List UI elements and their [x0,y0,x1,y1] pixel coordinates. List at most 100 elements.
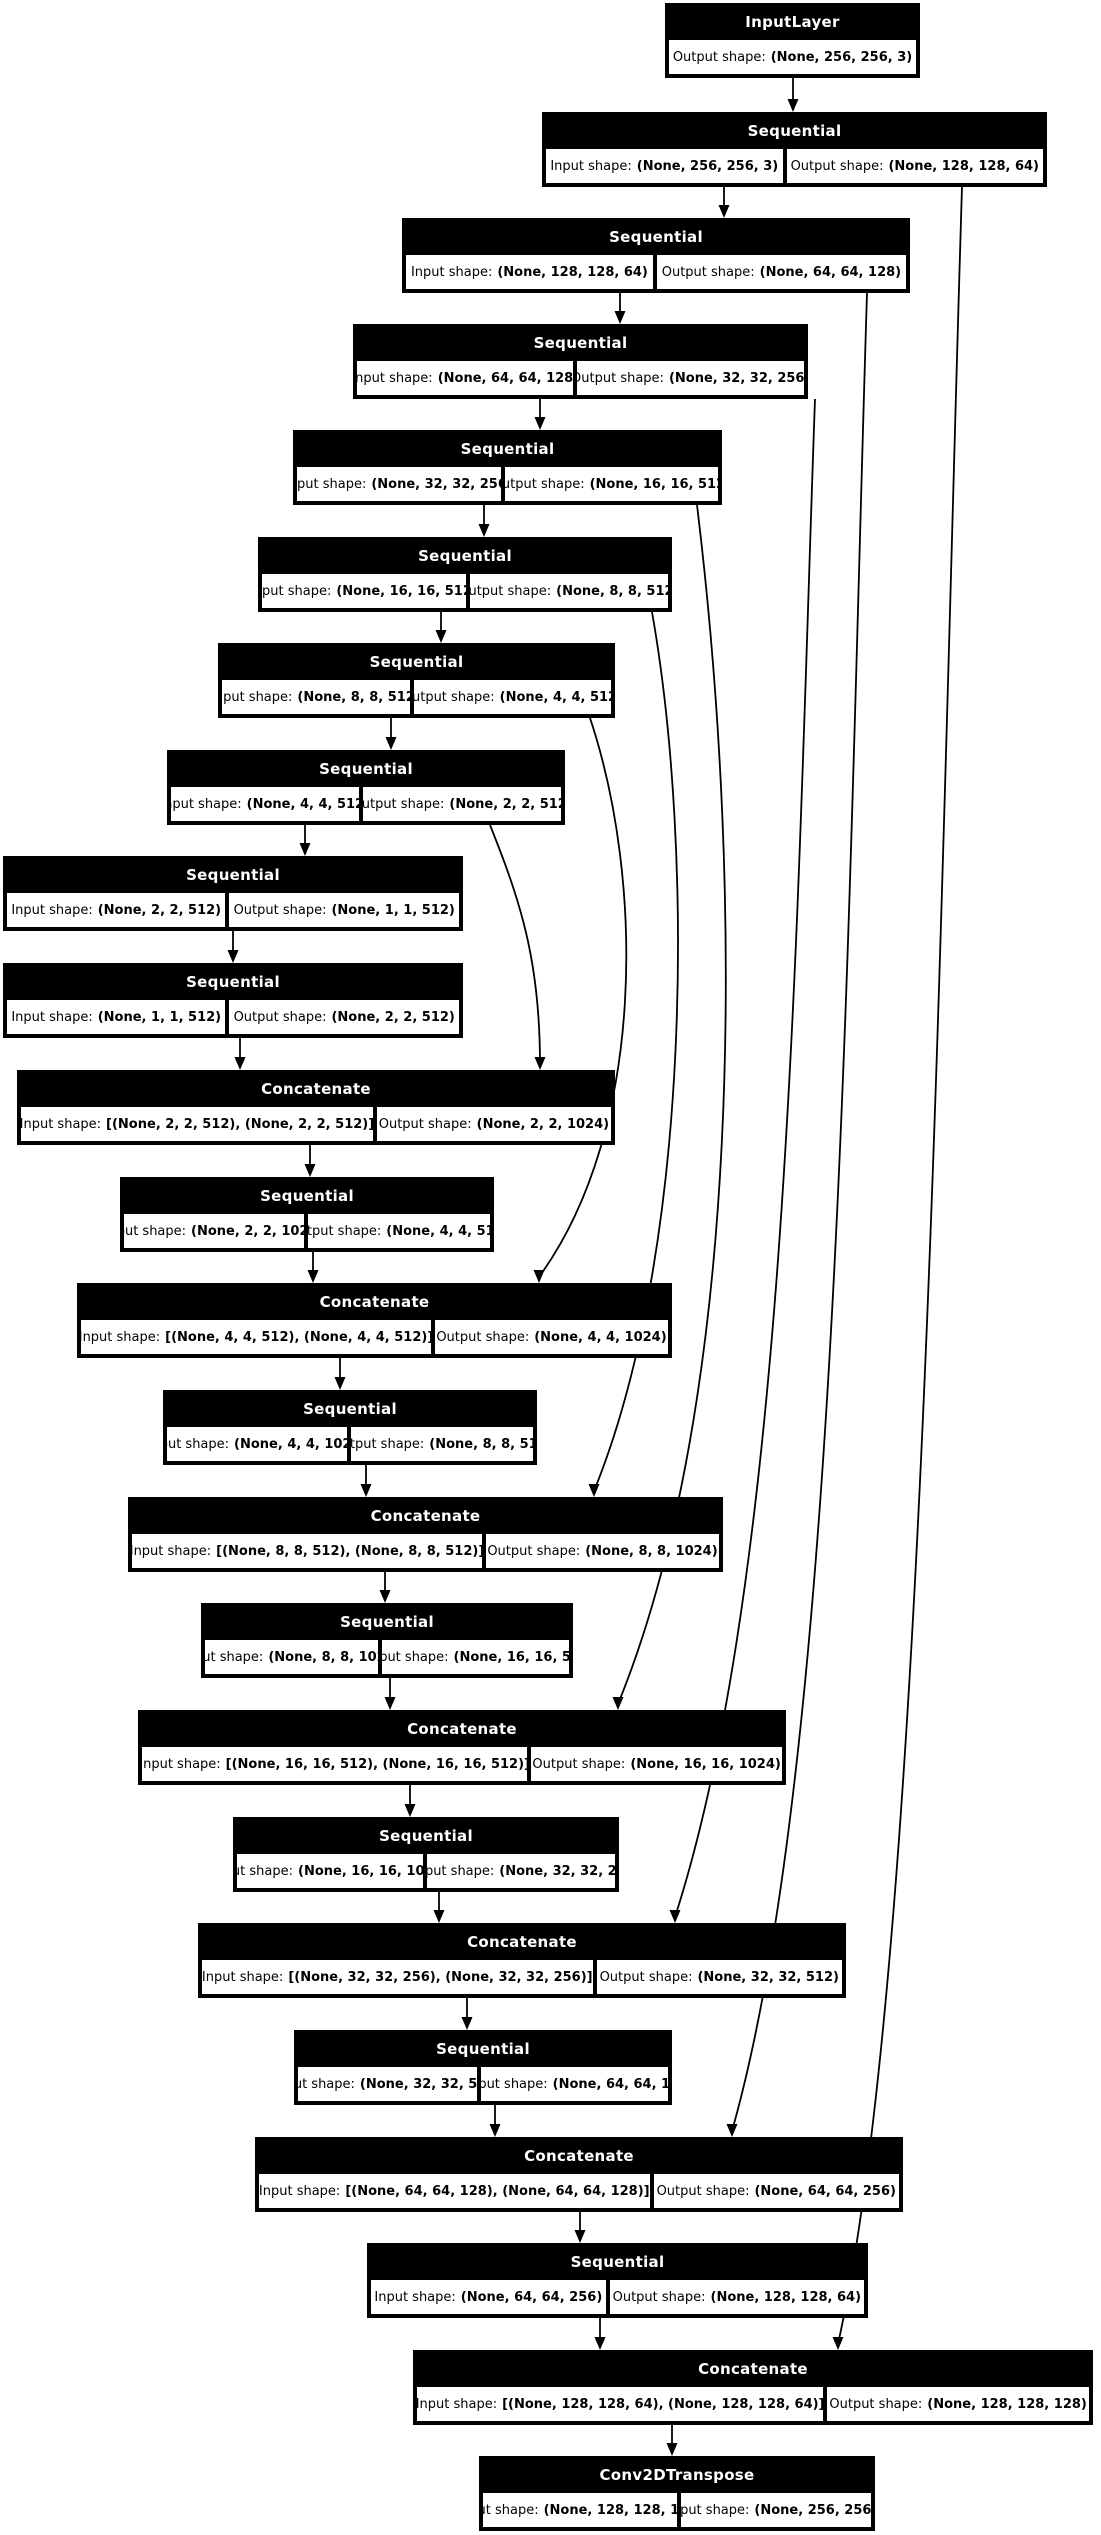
input-shape-value: (None, 128, 128, 128) [543,2502,678,2518]
input-shape-value: (None, 2, 2, 512) [97,902,222,918]
skip-connection-edge-7 [489,824,541,1065]
shape-cells: Input shape:[(None, 2, 2, 512), (None, 2… [21,1107,611,1141]
output-shape-prefix: Output shape: [363,796,445,812]
skip-connection-edge-1 [837,186,963,2345]
layer-type-label: Concatenate [467,1932,577,1951]
layer-type-label: Sequential [609,227,703,246]
input-shape-value: [(None, 4, 4, 512), (None, 4, 4, 512)] [165,1329,431,1345]
input-shape-prefix: Input shape: [550,158,632,174]
output-shape-cell: Output shape:(None, 64, 64, 128) [656,255,906,289]
layer-type-label: Sequential [369,652,464,671]
input-shape-value: (None, 4, 4, 512) [246,796,360,812]
input-shape-cell: Input shape:[(None, 128, 128, 64), (None… [417,2387,824,2421]
output-shape-cell: Output shape:(None, 128, 128, 64) [609,2280,864,2314]
input-shape-prefix: Input shape: [132,1543,212,1559]
input-shape-prefix: Input shape: [205,1649,264,1665]
skip-connection-edge-5-arrowhead [588,1484,600,1497]
output-shape-value: (None, 64, 64, 128) [759,264,902,280]
layer-type-label: Conv2DTranspose [599,2465,755,2484]
layer-type-label: Sequential [436,2039,530,2058]
shape-cells: Input shape:(None, 256, 256, 3)Output sh… [546,149,1043,183]
shape-cells: Input shape:(None, 64, 64, 128)Output sh… [357,361,804,395]
input-shape-value: [(None, 128, 128, 64), (None, 128, 128, … [502,2396,824,2412]
layer-type-label: Concatenate [407,1719,517,1738]
input-shape-prefix: Input shape: [21,1116,102,1132]
skip-connection-edge-2-arrowhead [726,2124,738,2137]
input-shape-prefix: Input shape: [297,476,367,492]
output-shape-prefix: Output shape: [378,1116,472,1132]
layer-type-label: InputLayer [745,12,840,31]
input-shape-cell: Input shape:(None, 256, 256, 3) [546,149,783,183]
output-shape-prefix: Output shape: [480,2076,548,2092]
input-shape-cell: Input shape:(None, 64, 64, 256) [371,2280,606,2314]
input-shape-value: (None, 64, 64, 128) [437,370,574,386]
shape-cells: Input shape:(None, 2, 2, 512)Output shap… [7,893,459,927]
output-shape-cell: Output shape:(None, 16, 16, 512) [504,467,718,501]
input-shape-cell: Input shape:[(None, 4, 4, 512), (None, 4… [81,1320,431,1354]
output-shape-prefix: Output shape: [681,2502,750,2518]
input-shape-cell: Input shape:(None, 32, 32, 512) [298,2067,477,2101]
input-shape-cell: Input shape:(None, 32, 32, 256) [297,467,501,501]
main-edge-8-arrowhead [299,843,311,856]
output-shape-value: (None, 2, 2, 512) [331,1009,455,1025]
input-shape-prefix: Input shape: [298,2076,355,2092]
input-shape-prefix: Input shape: [483,2502,539,2518]
input-shape-cell: Input shape:(None, 64, 64, 128) [357,361,574,395]
output-shape-value: (None, 16, 16, 512) [589,476,718,492]
layer-type-label: Sequential [340,1612,434,1631]
input-shape-value: (None, 64, 64, 256) [460,2289,603,2305]
output-shape-cell: Output shape:(None, 4, 4, 512) [413,680,611,714]
shape-cells: Input shape:(None, 4, 4, 512)Output shap… [171,787,561,821]
main-edge-4-arrowhead [534,417,546,430]
skip-connection-edge-7-arrowhead [534,1057,546,1070]
output-shape-value: (None, 128, 128, 64) [888,158,1039,174]
input-shape-value: (None, 8, 8, 1024) [268,1649,377,1665]
layer-type-label: Concatenate [261,1079,371,1098]
main-edge-21-arrowhead [574,2230,586,2243]
output-shape-cell: Output shape:(None, 16, 16, 1024) [531,1747,782,1781]
output-shape-cell: Output shape:(None, 64, 64, 256) [653,2174,899,2208]
shape-cells: Input shape:(None, 128, 128, 128)Output … [483,2493,871,2527]
output-shape-prefix: Output shape: [381,1649,449,1665]
output-shape-value: (None, 128, 128, 128) [927,2396,1087,2412]
output-shape-cell: Output shape:(None, 2, 2, 1024) [376,1107,611,1141]
skip-connection-edge-4-arrowhead [612,1697,624,1710]
layer-type-label: Concatenate [319,1292,430,1311]
input-shape-prefix: Input shape: [202,1969,284,1985]
output-shape-value: (None, 128, 128, 64) [710,2289,862,2305]
layer-type-label: Sequential [186,972,280,991]
input-shape-cell: Input shape:(None, 128, 128, 128) [483,2493,678,2527]
input-shape-prefix: Input shape: [124,1223,187,1239]
output-shape-value: (None, 1, 1, 512) [331,902,455,918]
input-shape-cell: Input shape:(None, 16, 16, 512) [262,574,466,608]
input-shape-prefix: Input shape: [222,689,293,705]
skip-connection-edge-1-arrowhead [832,2337,844,2350]
output-shape-prefix: Output shape: [829,2396,923,2412]
main-edge-10-arrowhead [234,1057,246,1070]
input-shape-prefix: Input shape: [259,2183,341,2199]
shape-cells: Input shape:(None, 8, 8, 1024)Output sha… [205,1640,569,1674]
input-shape-cell: Input shape:(None, 4, 4, 512) [171,787,360,821]
main-edge-9-arrowhead [227,950,239,963]
input-shape-prefix: Input shape: [374,2289,456,2305]
output-shape-value: (None, 32, 32, 256) [499,1863,615,1879]
input-shape-cell: Input shape:(None, 1, 1, 512) [7,1000,226,1034]
layer-type-label: Concatenate [524,2146,634,2165]
output-shape-value: (None, 4, 4, 1024) [534,1329,667,1345]
main-edge-5-arrowhead [478,524,490,537]
shape-cells: Input shape:[(None, 4, 4, 512), (None, 4… [81,1320,668,1354]
output-shape-cell: Output shape:(None, 1, 1, 512) [229,893,459,927]
input-shape-value: (None, 256, 256, 3) [636,158,779,174]
input-shape-prefix: Input shape: [417,2396,498,2412]
input-shape-cell: Input shape:(None, 2, 2, 1024) [124,1214,305,1248]
input-shape-value: [(None, 32, 32, 256), (None, 32, 32, 256… [288,1969,593,1985]
output-shape-prefix: Output shape: [427,1863,495,1879]
